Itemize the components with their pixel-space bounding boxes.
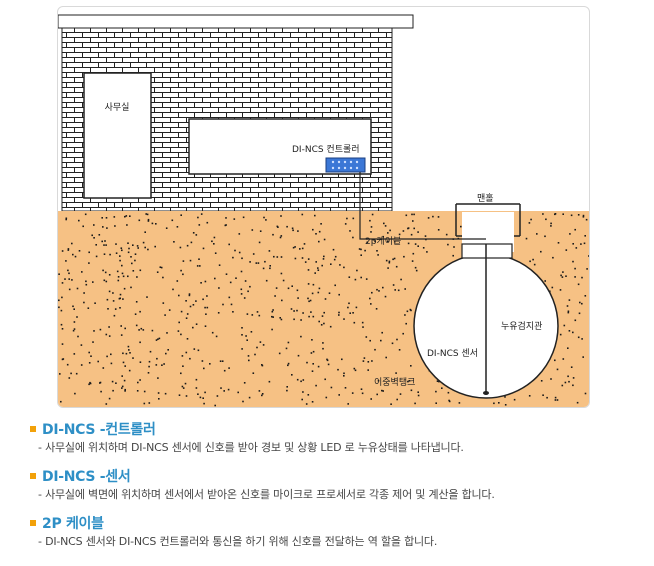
square-bullet-icon <box>30 426 36 432</box>
section-cable: 2P 케이블 - DI-NCS 센서와 DI-NCS 컨트롤러와 통신을 하기 … <box>30 512 630 552</box>
tank-neck <box>461 243 513 259</box>
office-label: 사무실 <box>105 102 130 113</box>
diagram-frame: 사무실 DI-NCS 컨트롤러 맨홀 누유검지관 DI-NCS 센서 이중벽탱크… <box>57 6 590 408</box>
description-sections: DI-NCS -컨트롤러 - 사무실에 위치하며 DI-NCS 센서에 신호를 … <box>30 418 630 559</box>
manhole-shaft <box>455 203 521 237</box>
section-title-text: DI-NCS -컨트롤러 <box>42 422 156 438</box>
sensor-probe <box>483 391 489 395</box>
manhole-label: 맨홀 <box>477 192 494 204</box>
controller-label: DI-NCS 컨트롤러 <box>292 144 360 155</box>
section-description: - 사무실에 위치하며 DI-NCS 센서에 신호를 받아 경보 및 상황 LE… <box>38 441 464 454</box>
section-controller: DI-NCS -컨트롤러 - 사무실에 위치하며 DI-NCS 센서에 신호를 … <box>30 418 630 458</box>
section-title: DI-NCS -컨트롤러 <box>30 418 630 440</box>
section-title-text: DI-NCS -센서 <box>42 469 131 485</box>
section-description: - 사무실에 벽면에 위치하며 센서에서 받아온 신호를 마이크로 프로세서로 … <box>38 488 495 501</box>
cable-label: 2p케이블 <box>365 236 401 247</box>
square-bullet-icon <box>30 520 36 526</box>
office-room <box>83 72 152 199</box>
section-title-text: 2P 케이블 <box>42 516 104 532</box>
section-sensor: DI-NCS -센서 - 사무실에 벽면에 위치하며 센서에서 받아온 신호를 … <box>30 465 630 505</box>
leak-pipe-label: 누유검지관 <box>501 320 542 332</box>
section-description: - DI-NCS 센서와 DI-NCS 컨트롤러와 통신을 하기 위해 신호를 … <box>38 535 438 548</box>
2p-cable <box>359 172 486 240</box>
square-bullet-icon <box>30 473 36 479</box>
controller-box <box>325 157 366 173</box>
building-roof <box>58 14 414 29</box>
section-title: 2P 케이블 <box>30 512 630 534</box>
tank-diagram: 사무실 DI-NCS 컨트롤러 맨홀 누유검지관 DI-NCS 센서 이중벽탱크… <box>58 14 589 407</box>
sensor-label: DI-NCS 센서 <box>427 348 478 359</box>
section-title: DI-NCS -센서 <box>30 465 630 487</box>
tank-label: 이중벽탱크 <box>374 377 415 388</box>
controller-leds <box>331 160 359 170</box>
